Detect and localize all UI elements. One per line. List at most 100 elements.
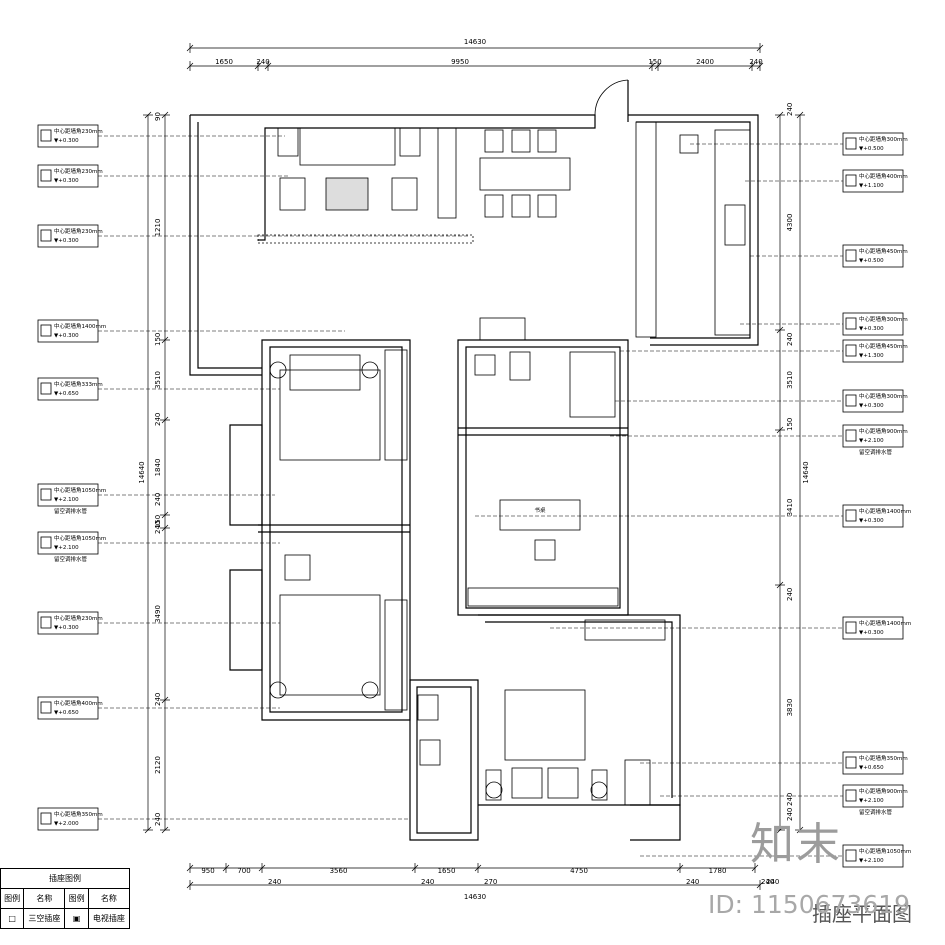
watermark-logo: 知末: [750, 819, 842, 870]
toilet-2: [419, 739, 441, 766]
wall-segment: [416, 686, 472, 834]
tag-box: [842, 312, 904, 336]
bedside-lamp: [361, 361, 379, 379]
dim-wall-label: 240: [786, 588, 794, 601]
socket-icon: [40, 324, 52, 337]
wardrobe-3: [624, 759, 651, 806]
tag-height: ▼+0.300: [859, 630, 884, 636]
dim-wall-label: 240: [154, 493, 162, 506]
tag-box: [37, 164, 99, 188]
socket-tag-right: 中心距墙角300mm▼+0.300: [842, 312, 908, 336]
dim-wall-label: 240: [761, 878, 774, 886]
dim-label: 14640: [802, 461, 810, 483]
wall-segment: [229, 569, 263, 671]
tag-note: 中心距墙角900mm: [859, 427, 908, 435]
tag-height: ▼+0.500: [859, 258, 884, 264]
dimension-lines: [143, 43, 805, 890]
dim-tick-slash: [144, 826, 152, 834]
socket-tag-right: 中心距墙角300mm▼+0.500: [842, 132, 908, 156]
socket-tag-left: 中心距墙角333mm▼+0.650: [37, 377, 103, 401]
dim-wall-label: 240: [154, 521, 162, 534]
tag-box: [37, 319, 99, 343]
bedside-lamp: [361, 681, 379, 699]
wall-segment: [458, 427, 628, 436]
dim-label: 3410: [786, 499, 794, 517]
kitchen-counter-right: [714, 129, 751, 336]
bathroom2-sink: [417, 694, 439, 721]
socket-icon: [845, 621, 857, 634]
dim-label: 950: [201, 867, 214, 875]
tag-note: 中心距墙角230mm: [54, 167, 103, 175]
dim-tick-slash: [411, 864, 419, 872]
tag-box: [842, 244, 904, 268]
tag-height: ▼+0.300: [54, 238, 79, 244]
socket-icon: [40, 382, 52, 395]
tag-box: [842, 616, 904, 640]
tag-height: ▼+2.100: [859, 798, 884, 804]
socket-icon: [845, 249, 857, 262]
dim-tick-slash: [161, 511, 169, 519]
tv-cabinet: [437, 127, 457, 219]
tag-box: [842, 339, 904, 363]
tag-note: 中心距墙角900mm: [859, 787, 908, 795]
dim-tick-slash: [161, 826, 169, 834]
legend-col-icon: 图例: [0, 888, 25, 909]
dim-tick-slash: [676, 864, 684, 872]
tag-height: ▼+0.300: [859, 518, 884, 524]
tag-height: ▼+1.300: [859, 353, 884, 359]
tag-height: ▼+0.650: [54, 710, 79, 716]
dim-tick-slash: [186, 864, 194, 872]
tag-height: ▼+0.650: [859, 765, 884, 771]
dim-tick-slash: [748, 62, 756, 70]
socket-icon: [40, 616, 52, 629]
dim-tick-slash: [186, 44, 194, 52]
tag-extra: 留空调排水管: [859, 448, 893, 456]
wall-segment: [465, 346, 621, 609]
tag-note: 中心距墙角1400mm: [859, 619, 911, 627]
tag-box: [37, 377, 99, 401]
dim-tick-slash: [654, 62, 662, 70]
legend-socket-icon: □: [0, 908, 25, 929]
tag-extra: 留空调排水管: [859, 808, 893, 816]
shower-area: [569, 351, 616, 418]
socket-tag-left: 中心距墙角1400mm ▼+0.300: [37, 319, 106, 343]
socket-icon: [40, 169, 52, 182]
tag-box: [37, 124, 99, 148]
tag-box: [842, 784, 904, 808]
tag-height: ▼+2.100: [859, 438, 884, 444]
bedside-lamp: [590, 781, 608, 799]
tag-box: [842, 132, 904, 156]
socket-icon: [845, 174, 857, 187]
dim-tick-slash: [796, 111, 804, 119]
tag-note: 中心距墙角350mm: [859, 754, 908, 762]
dining-chair: [484, 129, 504, 153]
tag-note: 中心距墙角400mm: [859, 172, 908, 180]
dim-label: 4750: [570, 867, 588, 875]
dim-label: 150: [648, 58, 661, 66]
tag-note: 中心距墙角1400mm: [54, 322, 106, 330]
socket-tag-right: 中心距墙角400mm▼+1.100: [842, 169, 908, 193]
tag-height: ▼+0.300: [54, 333, 79, 339]
drawing-title: 插座平面图: [812, 902, 912, 926]
socket-tag-right: 中心距墙角450mm▼+1.300: [842, 339, 908, 363]
study-chair: [534, 539, 556, 561]
wall-segment: [229, 424, 263, 526]
armchair-3a: [511, 767, 543, 799]
socket-tag-left: 中心距墙角230mm▼+0.300: [37, 611, 103, 635]
tag-box: [842, 504, 904, 528]
furniture: 书桌: [257, 121, 751, 806]
tag-box: [842, 424, 904, 448]
dim-tick-slash: [161, 336, 169, 344]
dim-wall-label: 240: [766, 878, 779, 886]
bed-3: [504, 689, 586, 761]
dim-label: 1650: [438, 867, 456, 875]
tag-note: 中心距墙角300mm: [859, 135, 908, 143]
dim-tick-slash: [254, 62, 262, 70]
side-table-left: [277, 127, 299, 157]
dim-tick-slash: [796, 826, 804, 834]
socket-tag-right: 中心距墙角1400mm ▼+0.300: [842, 616, 911, 640]
dim-wall-label: 240: [786, 333, 794, 346]
socket-icon: [845, 429, 857, 442]
dim-label: 3560: [330, 867, 348, 875]
